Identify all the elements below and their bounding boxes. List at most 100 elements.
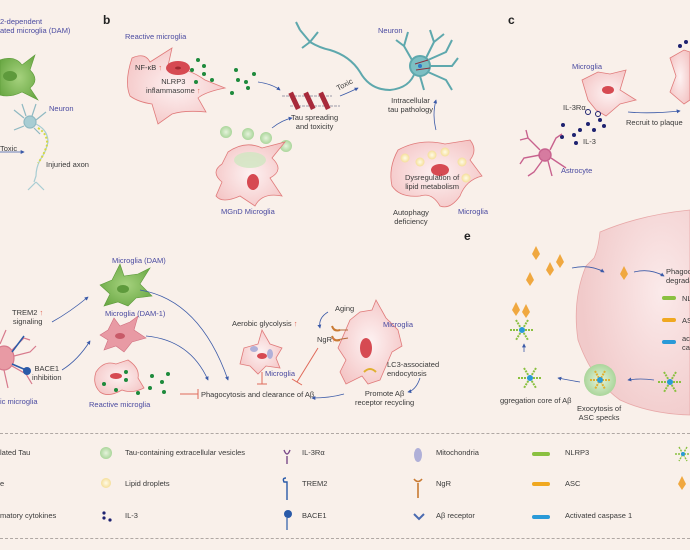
- exocytosis-line2: ASC specks: [578, 413, 620, 422]
- up-arrow-icon: ↑: [332, 335, 336, 344]
- trem2-icon: [282, 477, 288, 500]
- arrow-degrade: [633, 270, 665, 277]
- il3-dots-c: [560, 40, 688, 145]
- injured-axon-label: Injuried axon: [46, 160, 89, 169]
- legend-label: Aβ receptor: [436, 511, 475, 520]
- toxic-label-a: Toxic: [0, 144, 18, 153]
- abeta-legend-icon: [678, 476, 686, 490]
- arrow-bace1: [61, 340, 91, 371]
- dam-title-line2: ated microglia (DAM): [0, 26, 71, 35]
- up-arrow-icon: ↑: [158, 63, 163, 72]
- inhibit-glycolysis: [257, 372, 267, 385]
- ngr-icon: [413, 478, 423, 498]
- il3ra-label: IL-3Rα: [563, 103, 586, 112]
- nlrp3-text: NLRP3: [161, 77, 186, 86]
- ngr-label: NgR↑: [317, 335, 336, 344]
- inhibit-ngr: [291, 347, 319, 386]
- tau-spreading-line2: and toxicity: [295, 122, 334, 131]
- panel-letter-e: e: [464, 229, 471, 243]
- microglia-dam1-label: Microglia (DAM-1): [105, 309, 166, 318]
- nfkb-text: NF-κB: [135, 63, 157, 72]
- autophagy-line2: deficiency: [394, 217, 428, 226]
- autophagy-line1: Autophagy: [393, 208, 429, 217]
- arrow-dam1-phago: [145, 335, 209, 381]
- abeta-receptor-icon: [413, 513, 425, 521]
- arrow-cytokine-to-tau: [257, 81, 281, 91]
- lc3-line1: LC3-associated: [387, 360, 440, 369]
- abeta-aggregates-e: [526, 246, 628, 286]
- phago-line2: degrada: [666, 276, 690, 285]
- aging-label: Aging: [335, 304, 355, 313]
- trem2-signaling-label: TREM2 ↑signaling: [12, 308, 43, 326]
- phago-line1: Phagoc: [666, 267, 690, 276]
- signaling-text: signaling: [12, 317, 43, 326]
- bace1-text: BACE1: [34, 364, 60, 373]
- inflammasome-chain-e: [662, 296, 676, 344]
- arrow-dam-phago: [139, 289, 229, 381]
- lipid-droplet-icon: [101, 478, 111, 488]
- reactive-microglia-label-d: Reactive microglia: [89, 400, 151, 409]
- microglia-dam-label: Microglia (DAM): [112, 256, 166, 265]
- legend-label: BACE1: [302, 511, 327, 520]
- up-arrow-icon: ↑: [39, 308, 44, 317]
- homeostatic-microglia-label: ic microglia: [0, 397, 38, 406]
- microglia-cell-c: [581, 49, 690, 117]
- neuron-b: [295, 21, 459, 92]
- casp-line1: ac: [682, 334, 690, 343]
- nlrp3-label-e: NL: [682, 294, 690, 303]
- reactive-microglia-label-b: Reactive microglia: [125, 32, 187, 41]
- up-arrow-icon: ↑: [196, 86, 201, 95]
- phagocytosis-label: Phagocytosis and clearance of Aβ: [201, 390, 315, 399]
- inhibit-reactive-phago: [180, 389, 199, 399]
- activated-caspase1-icon: [532, 515, 550, 519]
- dam1-microglia-cell-d: [99, 315, 147, 353]
- exocytosis-line1: Exocytosis of: [577, 404, 622, 413]
- lc3-line2: endocytosis: [387, 369, 427, 378]
- lipid-microglia-cell: [390, 139, 483, 208]
- reactive-microglia-cell-b: [127, 47, 227, 125]
- promote-line1: Promote Aβ: [364, 389, 405, 398]
- mitochondria-icon: [414, 448, 422, 462]
- arrow-vesicle-to-tau: [271, 116, 293, 129]
- legend-divider-top: [0, 433, 690, 434]
- legend-label: NLRP3: [565, 448, 590, 457]
- dam-microglia-cell-d: [99, 263, 153, 307]
- asc-speck-legend-icon: [675, 446, 690, 462]
- recruit-arrow: [627, 109, 681, 114]
- arrow-lipid-to-neuron: [433, 99, 438, 131]
- toxic-arrow-b: [339, 87, 359, 97]
- dam-title-line1: 2-dependent: [0, 17, 43, 26]
- arrow-abeta-in: [571, 266, 605, 273]
- nfkb-label: NF-κB ↑: [135, 63, 162, 72]
- legend-icons: [100, 446, 690, 530]
- dam-microglia-cell-a: [0, 54, 39, 101]
- aerobic-text: Aerobic glycolysis: [232, 319, 292, 328]
- bace1-icon: [284, 510, 292, 518]
- arrow-trem2: [51, 296, 89, 323]
- il3-label: IL-3: [583, 137, 596, 146]
- astrocyte-cell: [519, 129, 567, 177]
- asc-label-e: AS: [682, 316, 690, 325]
- ngr-text: NgR: [317, 335, 333, 344]
- legend-divider-bottom: [0, 538, 690, 539]
- arrow-exo-core: [557, 376, 581, 383]
- up-arrow-icon: ↑: [293, 319, 298, 328]
- neuron-label-a: Neuron: [49, 104, 74, 113]
- microglia-label-c: Microglia: [572, 62, 603, 71]
- tau-fibrils-b: [282, 91, 340, 111]
- mgnd-microglia-label: MGnD Microglia: [221, 207, 275, 216]
- panel-letter-b: b: [103, 13, 111, 27]
- injured-neuron-a: [13, 103, 49, 191]
- casp-line2: ca: [682, 343, 690, 352]
- intracellular-line1: Intracellular: [391, 96, 430, 105]
- legend-label: TREM2: [302, 479, 328, 488]
- legend-label: Lipid droplets: [125, 479, 170, 488]
